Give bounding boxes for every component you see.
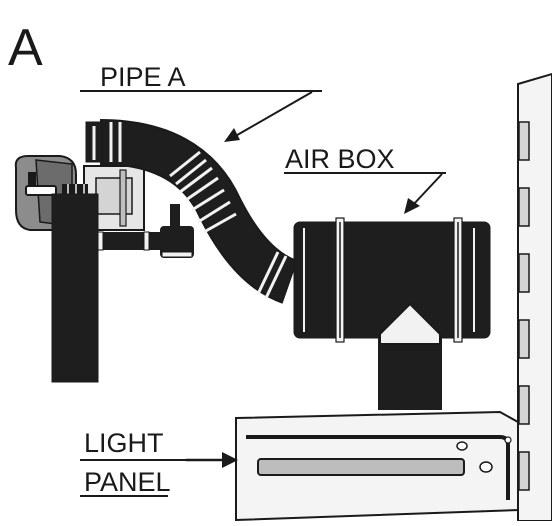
- side-frame-panel: [517, 72, 552, 522]
- light-panel-slot: [257, 458, 465, 476]
- pipe-a-rib: [197, 200, 231, 224]
- horizontal-tube: [94, 232, 164, 250]
- throttle-lever-tip: [25, 185, 57, 196]
- light-panel-hole: [456, 441, 468, 451]
- pipe-a-rib: [169, 150, 201, 178]
- fuel-cup-lip: [161, 251, 193, 258]
- pipe-a-clamp-band: [264, 255, 288, 299]
- label-light-panel: LIGHT PANEL: [80, 428, 238, 497]
- light-panel-arrowhead: [222, 452, 238, 468]
- pipe-a-rib: [203, 212, 237, 234]
- label-air-box: AIR BOX: [284, 144, 446, 214]
- engine-assembly: [14, 155, 194, 383]
- light-panel-hole: [504, 436, 512, 444]
- pipe-a-leader: [231, 91, 313, 139]
- pipe-a-arrowhead: [224, 128, 240, 142]
- air-box-label: AIR BOX: [285, 144, 395, 174]
- horizontal-tube-band: [143, 231, 150, 251]
- figure-letter: A: [8, 19, 43, 77]
- carburettor-flange: [119, 169, 127, 227]
- side-frame-slot: [518, 253, 530, 293]
- pipe-a-label: PIPE A: [100, 62, 186, 92]
- air-box-arrowhead: [404, 198, 420, 214]
- pipe-a-rib: [185, 176, 219, 202]
- fuel-cup: [160, 226, 194, 258]
- side-frame-slot: [518, 451, 530, 491]
- pipe-a-rib: [179, 166, 213, 194]
- pipe-a-rib: [191, 188, 225, 212]
- horizontal-tube-band: [97, 231, 104, 251]
- throttle-lever: [28, 172, 36, 194]
- side-frame-slot: [518, 385, 530, 425]
- pipe-a-clamp-band: [256, 251, 280, 295]
- light-panel-label-line2: PANEL: [84, 467, 171, 497]
- air-box-outlet: [378, 334, 442, 410]
- fuel-cup-stem: [170, 204, 180, 228]
- pipe-a-rib: [175, 158, 207, 186]
- side-frame-slot: [518, 319, 530, 359]
- air-box-leader: [411, 173, 443, 207]
- pipe-a: [85, 119, 299, 304]
- label-pipe-a: PIPE A: [80, 62, 322, 142]
- light-panel-label-line1: LIGHT: [84, 428, 164, 458]
- light-panel: [235, 410, 519, 522]
- side-frame-slot: [518, 121, 530, 161]
- air-box-outlet-arrow: [379, 302, 441, 345]
- side-frame-slot: [518, 187, 530, 227]
- engine-mount-post: [51, 193, 99, 383]
- air-box: [293, 217, 491, 410]
- light-panel-hole: [479, 461, 493, 473]
